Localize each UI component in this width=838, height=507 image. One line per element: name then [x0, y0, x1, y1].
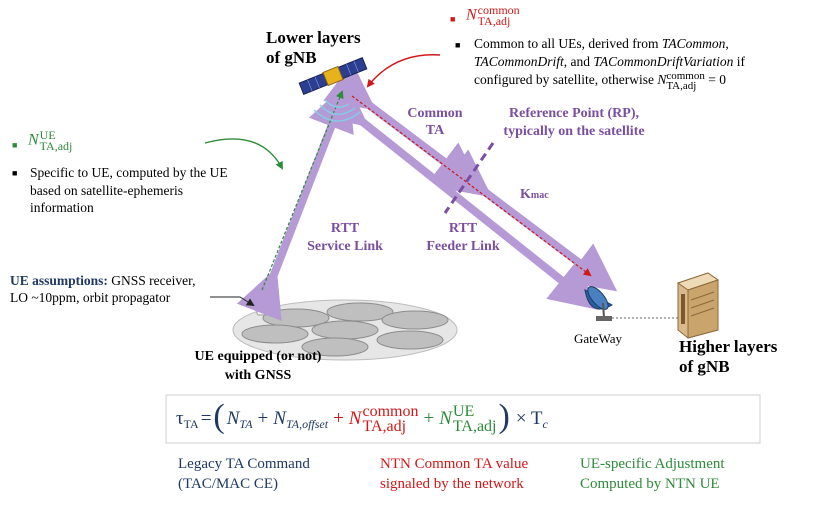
reference-point-label: Reference Point (RP), typically on the s… [503, 106, 645, 139]
common-desc-3: , and [563, 54, 594, 69]
nue-n: N [439, 408, 452, 429]
kmac-label: Kmac [520, 187, 549, 203]
lower-layers-label: Lower layers of gNB [266, 28, 361, 67]
tau-symbol: τ [176, 408, 184, 429]
bullet-red: ■ [450, 14, 456, 24]
plus-1: + [257, 408, 269, 429]
kmac-k: K [520, 187, 531, 202]
satellite-icon [298, 57, 368, 95]
formula-rparen: ) [498, 398, 510, 435]
formula-noffset: NTA,offset [273, 408, 329, 431]
ue-assumptions-title: UE assumptions: [10, 273, 108, 288]
common-zero-sup: common [666, 70, 705, 82]
signal-arcs [313, 99, 361, 122]
ue-adj-sup: UE [39, 128, 56, 142]
service-link-arrow [236, 81, 354, 322]
formula-tc: × Tc [515, 408, 548, 431]
nue-sub: TA,adj [452, 418, 497, 435]
nue-sup: UE [452, 403, 475, 420]
caption-ue-specific: UE-specific Adjustment Computed by NTN U… [580, 456, 725, 492]
common-desc-i3: TACommonDriftVariation [593, 54, 734, 69]
ncommon-sub: TA,adj [362, 418, 407, 435]
ue-adj-sub: TA,adj [39, 139, 73, 153]
times-tc: × T [515, 408, 543, 429]
common-desc-1: Common to all UEs, derived from [474, 36, 662, 51]
caption-ntn: NTN Common TA value signaled by the netw… [380, 456, 529, 492]
feeder-link-arrow [316, 78, 599, 310]
ue-assumptions: UE assumptions: GNSS receiver, LO ~10ppm… [10, 272, 210, 306]
formula-box [165, 394, 761, 444]
nta-n: N [226, 408, 240, 429]
bullet-green: ■ [12, 140, 18, 150]
nta-sub: TA [239, 417, 253, 431]
ue-device-icon [256, 292, 270, 316]
common-desc-2: , [725, 36, 729, 51]
ue-adj-desc-wrap: ■ Specific to UE, computed by the UE bas… [12, 164, 244, 217]
ue-adj-desc: Specific to UE, computed by the UE based… [30, 165, 228, 215]
plus-2: + [333, 408, 344, 429]
common-ta-label: Common TA [407, 106, 463, 138]
common-annotation-arrow [366, 54, 441, 88]
formula-lparen: ( [213, 398, 225, 435]
formula-eq: = [200, 408, 212, 429]
common-adj-n: N [466, 6, 477, 24]
plus-3: + [423, 408, 435, 429]
common-adj-desc: ■ Common to all UEs, derived from TAComm… [455, 35, 796, 92]
common-desc-i1: TACommon [661, 36, 726, 51]
ue-adj-n: N [28, 131, 39, 149]
noffset-n: N [273, 408, 286, 429]
common-desc-i2: TACommonDrift [474, 54, 564, 69]
bullet-black-ue: ■ [12, 168, 18, 178]
kmac-sub: mac [530, 190, 549, 201]
reference-point-line [443, 142, 495, 214]
common-adj-sup: common [477, 3, 520, 17]
tc-sub: c [542, 417, 548, 431]
formula-nta: NTA [226, 408, 253, 431]
ncommon-n: N [348, 408, 362, 429]
formula-tau: τTA [176, 408, 199, 431]
ue-equipped-label: UE equipped (or not) with GNSS [194, 349, 322, 383]
server-icon [676, 272, 720, 339]
caption-legacy: Legacy TA Command (TAC/MAC CE) [178, 456, 310, 492]
noffset-sub: TA,offset [285, 417, 329, 431]
gateway-dish-icon [584, 286, 614, 321]
common-desc-4: if configured by satellite, otherwise [474, 54, 746, 88]
service-green-dashed [261, 90, 344, 291]
rtt-service-link-label: RTT Service Link [307, 221, 383, 254]
gateway-label: GateWay [574, 331, 623, 346]
common-desc-5: = 0 [704, 72, 726, 88]
higher-layers-label: Higher layers of gNB [679, 337, 778, 376]
common-zero-sub: TA,adj [666, 80, 697, 92]
ue-assumptions-arrow [210, 296, 255, 307]
tau-sub: TA [183, 417, 199, 431]
bullet-black-common: ■ [455, 40, 461, 50]
ue-annotation-arrow [204, 138, 283, 170]
common-zero-n: N [657, 72, 667, 88]
common-adj-sub: TA,adj [477, 14, 511, 28]
ue-assumptions-text: GNSS receiver, LO ~10ppm, orbit propagat… [10, 273, 196, 305]
ncommon-sup: common [362, 403, 419, 420]
rtt-feeder-link-label: RTT Feeder Link [426, 221, 500, 254]
